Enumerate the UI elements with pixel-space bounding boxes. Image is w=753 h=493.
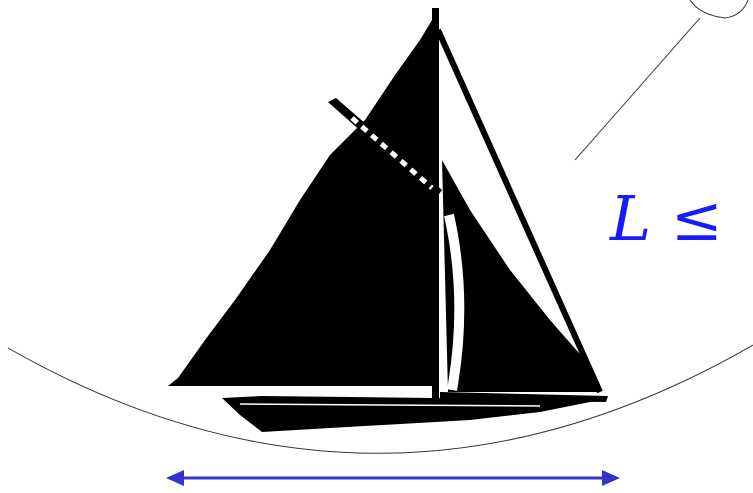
boat-hull: [222, 396, 600, 432]
boat-mainsail: [168, 10, 438, 386]
boat-jib: [442, 160, 598, 392]
partial-circle: [690, 0, 748, 18]
arrow-head-right: [602, 470, 620, 486]
double-headed-arrow-icon: [166, 470, 620, 486]
length-inequality-label: L ≤: [610, 188, 723, 250]
pointer-line: [575, 18, 700, 160]
arrow-head-left: [166, 470, 184, 486]
sailboat-silhouette-icon: [168, 8, 608, 432]
